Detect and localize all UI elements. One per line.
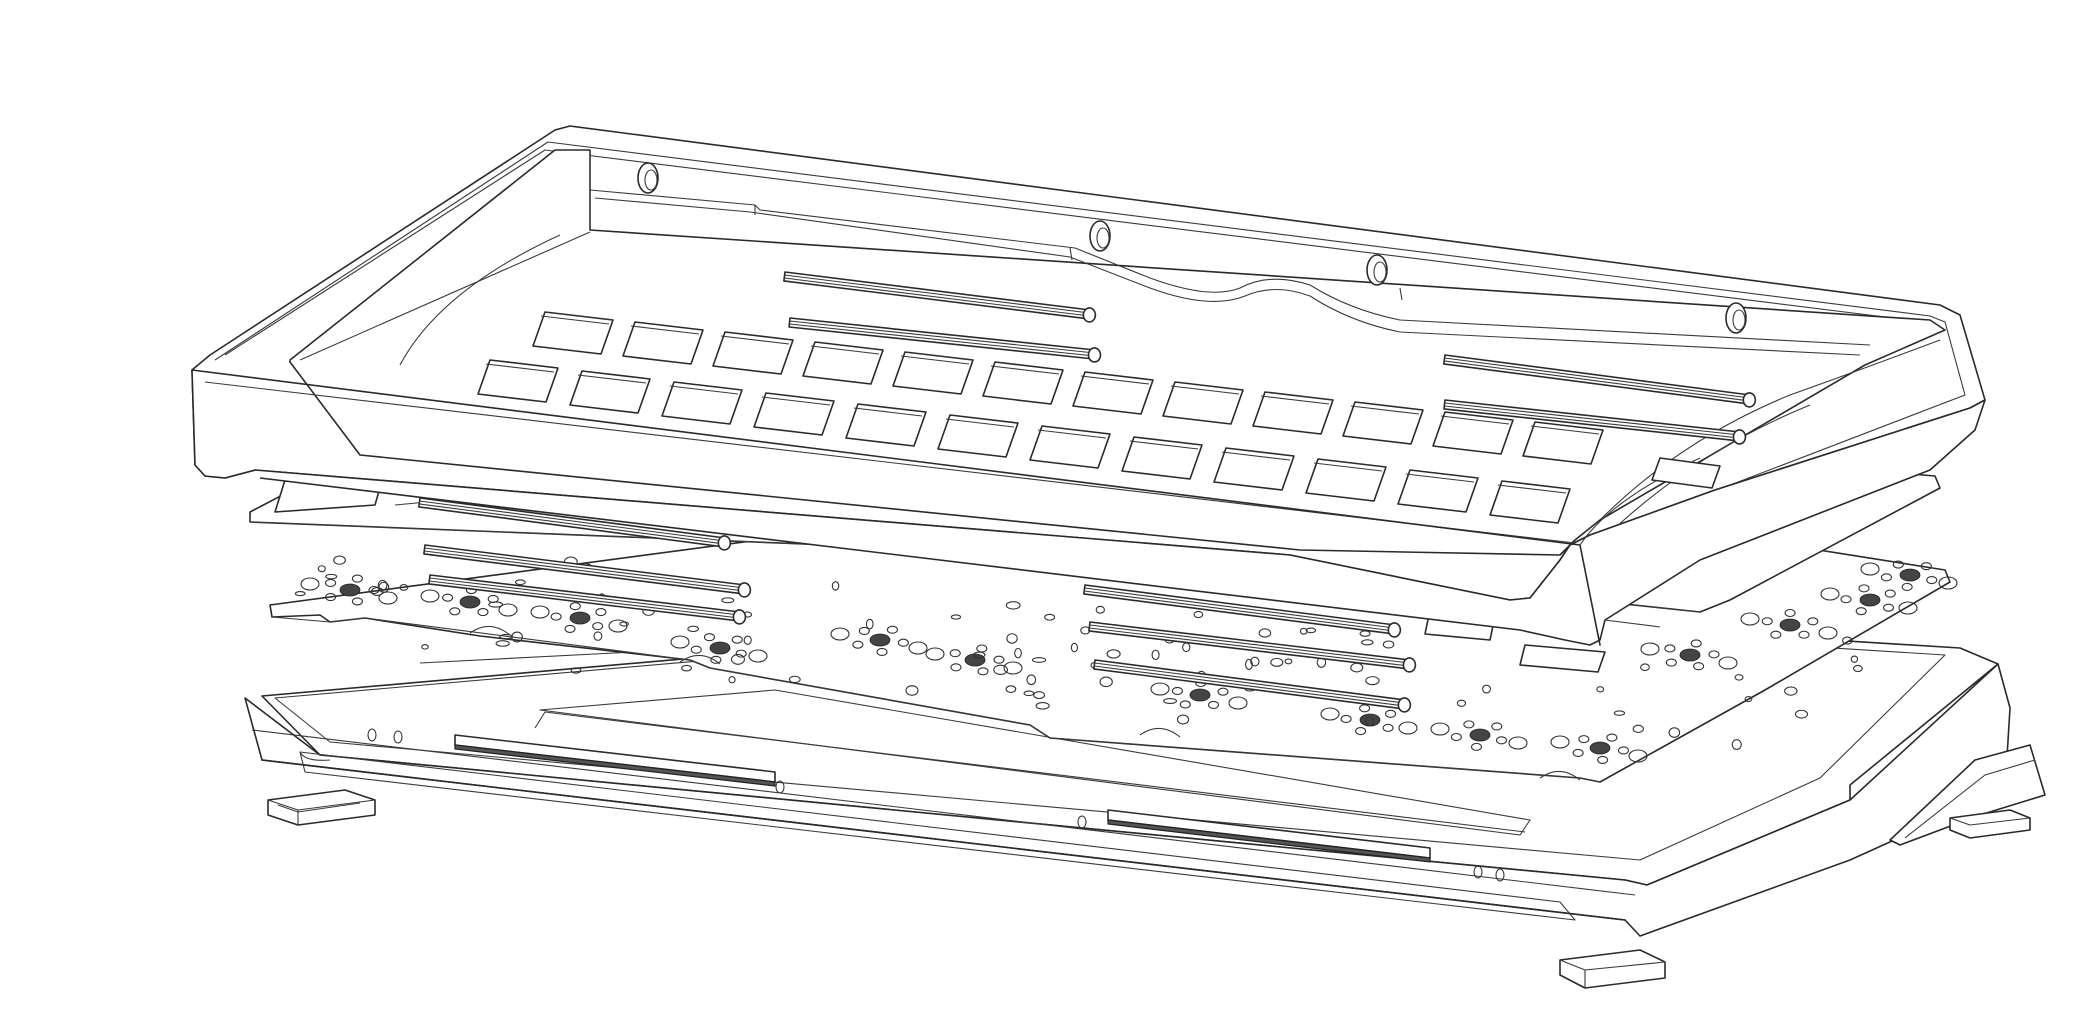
switch-socket: [1589, 741, 1611, 755]
key-cutout: [1121, 436, 1203, 480]
switch-socket: [1469, 728, 1491, 742]
key-cutout: [937, 414, 1019, 458]
key-cutout: [982, 361, 1064, 405]
switch-socket: [1359, 713, 1381, 727]
key-cutout: [1162, 381, 1244, 425]
key-cutout: [1522, 421, 1604, 465]
key-cutout: [753, 392, 835, 436]
switch-socket: [1899, 568, 1921, 582]
key-cutout: [1305, 458, 1387, 502]
switch-socket: [964, 653, 986, 667]
key-cutout: [845, 403, 927, 447]
switch-socket: [1779, 618, 1801, 632]
key-cutout: [1252, 391, 1334, 435]
stabilizer-bar-icon: [418, 497, 1417, 713]
top-case-frame-icon: [191, 125, 1986, 646]
key-cutout: [712, 331, 794, 375]
key-cutout: [1489, 480, 1571, 524]
key-cutout: [569, 370, 651, 414]
key-cutout: [1072, 371, 1154, 415]
switch-socket: [339, 583, 361, 597]
switch-socket: [1189, 688, 1211, 702]
key-cutout-grid: [477, 311, 1721, 628]
key-cutout: [1432, 411, 1514, 455]
switch-socket: [459, 595, 481, 609]
switch-socket: [709, 641, 731, 655]
key-cutout: [892, 351, 974, 395]
switch-socket: [869, 633, 891, 647]
key-cutout: [1213, 447, 1295, 491]
switch-socket: [1679, 648, 1701, 662]
rubber-foot-icon: [267, 789, 2031, 989]
key-cutout: [802, 341, 884, 385]
switch-socket: [569, 611, 591, 625]
key-cutout: [532, 311, 614, 355]
key-cutout: [661, 381, 743, 425]
switch-socket: [1859, 593, 1881, 607]
key-cutout: [1029, 425, 1111, 469]
key-cutout: [477, 359, 559, 403]
stabilizer-bar-icon: [783, 271, 1757, 445]
key-cutout: [1397, 469, 1479, 513]
key-cutout: [622, 321, 704, 365]
key-cutout: [1342, 401, 1424, 445]
